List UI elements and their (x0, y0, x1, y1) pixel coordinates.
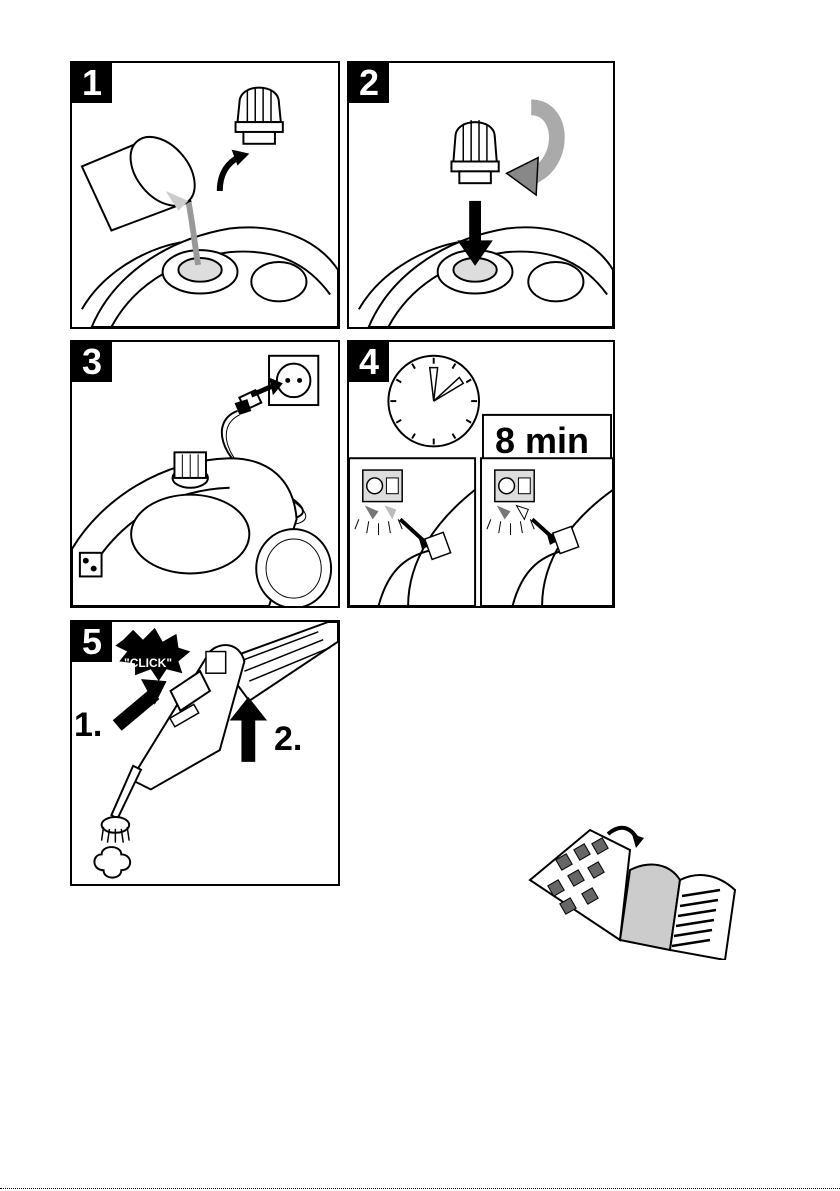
step-5-arrow-1-label: 1. (74, 706, 102, 745)
click-label: "CLICK" (124, 656, 172, 670)
step-4-panel: 4 (347, 340, 615, 608)
step-5-number: 5 (72, 622, 112, 662)
step-1-number: 1 (72, 63, 112, 103)
step-5-arrow-2-label: 2. (274, 720, 302, 759)
filler-cap-icon (236, 88, 283, 144)
step-3-panel: 3 (70, 340, 340, 608)
clock-icon (388, 356, 479, 447)
page-bottom-rule (0, 1188, 840, 1189)
step-1-panel: 1 (70, 61, 340, 329)
wall-socket-icon (269, 356, 318, 405)
step-3-number: 3 (72, 342, 112, 382)
filler-cap-icon (451, 120, 498, 183)
heat-up-time-label: 8 min (495, 420, 589, 462)
step-2-number: 2 (349, 63, 389, 103)
step-5-panel: 5 "CLICK" 1. 2. (70, 620, 340, 886)
step-2-panel: 2 (347, 61, 615, 329)
operating-manual-icon (520, 820, 740, 960)
step-4-number: 4 (349, 342, 389, 382)
